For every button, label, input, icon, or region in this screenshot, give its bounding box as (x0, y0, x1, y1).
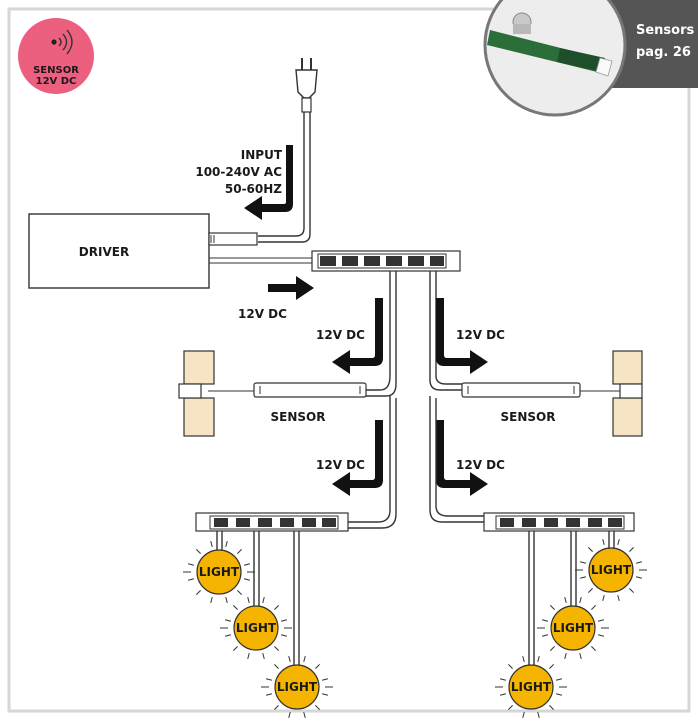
input-line1: INPUT (241, 148, 283, 162)
light-label: LIGHT (236, 621, 277, 635)
distribution-block-right (484, 513, 634, 531)
voltage-label-3: 12V DC (456, 328, 505, 342)
product-photo[interactable] (470, 0, 640, 115)
badge-line2: 12V DC (36, 76, 77, 87)
light-label: LIGHT (553, 621, 594, 635)
light-1: LIGHT (183, 541, 255, 603)
badge-line1: SENSOR (33, 65, 79, 76)
distribution-block-left (196, 513, 348, 531)
voltage-label-1: 12V DC (316, 328, 365, 342)
light-wires (217, 531, 614, 665)
power-plug (296, 58, 317, 112)
light-6: LIGHT (575, 539, 647, 601)
sensor-badge: SENSOR 12V DC (18, 18, 94, 94)
input-line2: 100-240V AC (195, 165, 282, 179)
output-voltage: 12V DC (238, 307, 287, 321)
light-label: LIGHT (277, 680, 318, 694)
light-3: LIGHT (261, 656, 333, 718)
corner-line1: Sensors (636, 23, 695, 38)
sensor-left-label: SENSOR (271, 410, 326, 424)
input-line3: 50-60HZ (225, 182, 282, 196)
output-arrow (268, 276, 314, 300)
lights: LIGHT LIGHT LIGHT LIGHT LIGHT LIGHT (183, 539, 647, 718)
light-label: LIGHT (199, 565, 240, 579)
light-2: LIGHT (220, 597, 292, 659)
distribution-block-top (312, 251, 460, 271)
light-5: LIGHT (537, 597, 609, 659)
voltage-label-2: 12V DC (316, 458, 365, 472)
light-label: LIGHT (591, 563, 632, 577)
voltage-label-4: 12V DC (456, 458, 505, 472)
driver-label: DRIVER (79, 245, 129, 259)
corner-line2: pag. 26 (636, 45, 691, 60)
sensor-right-label: SENSOR (501, 410, 556, 424)
light-4: LIGHT (495, 656, 567, 718)
light-label: LIGHT (511, 680, 552, 694)
